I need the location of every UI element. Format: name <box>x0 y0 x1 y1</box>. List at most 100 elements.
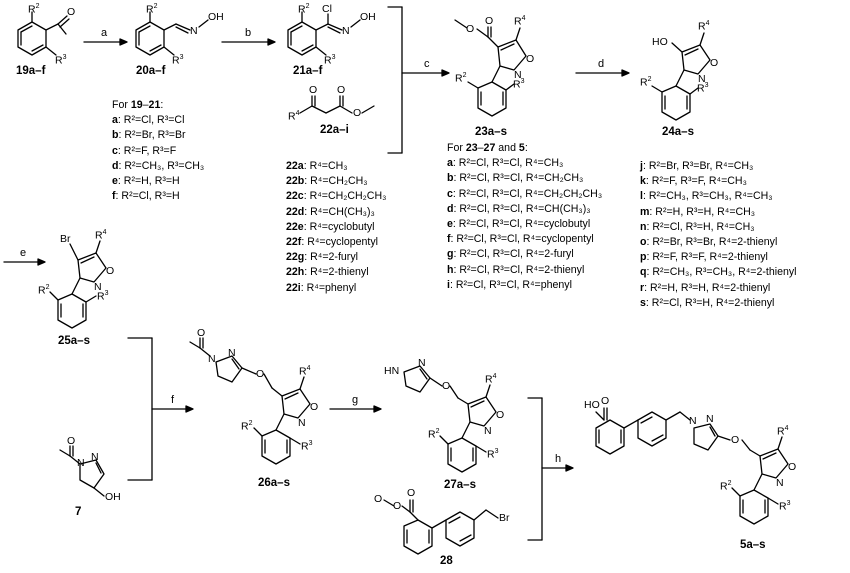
atom-n-26c: N <box>298 417 306 429</box>
atom-o-23a: O <box>466 23 475 35</box>
atom-o-28a: O <box>374 493 383 505</box>
atom-n-7b: N <box>91 451 99 463</box>
list-item: 22c: R⁴=CH₂CH₂CH₃ <box>286 190 387 203</box>
structure-5 <box>595 407 789 525</box>
atom-n-23: N <box>514 69 522 81</box>
atom-o-22c: O <box>353 107 362 119</box>
arrow-label-h: h <box>555 453 562 465</box>
label-28: 28 <box>440 555 453 567</box>
label-5: 5a–s <box>740 539 766 551</box>
list-item: 22b: R⁴=CH₂CH₃ <box>286 175 368 188</box>
structure-24 <box>651 32 711 121</box>
structure-23 <box>454 19 527 117</box>
list-heading: For 23–27 and 5: <box>447 142 528 154</box>
atom-r3-20: R3 <box>172 54 184 67</box>
atom-r4-22: R4 <box>288 110 300 123</box>
list-item: p: R²=F, R³=F, R⁴=2-thienyl <box>640 251 768 264</box>
list-item: 22i: R⁴=phenyl <box>286 281 357 294</box>
label-22: 22a–i <box>320 124 349 136</box>
atom-r2-20: R2 <box>146 3 158 16</box>
atom-br-28: Br <box>499 512 510 524</box>
label-23: 23a–s <box>475 126 507 138</box>
label-27: 27a–s <box>444 479 476 491</box>
atom-o-26c: O <box>310 401 319 413</box>
substituent-list-j-s: j: R²=Br, R³=Br, R⁴=CH₃ k: R²=F, R³=F, R… <box>640 159 797 311</box>
arrow-label-f: f <box>171 394 175 406</box>
atom-o-22b: O <box>337 84 346 96</box>
list-item: c: R²=Cl, R³=Cl, R⁴=CH₂CH₂CH₃ <box>447 187 603 200</box>
atom-n-27b: N <box>484 425 492 437</box>
list-item: 22d: R⁴=CH(CH₃)₃ <box>286 205 375 218</box>
atom-r3-25: R3 <box>97 290 109 303</box>
list-item: e: R²=H, R³=H <box>112 175 180 188</box>
atom-o-23b: O <box>485 15 494 27</box>
atom-ho-5: HO <box>584 399 600 411</box>
list-item: m: R²=H, R³=H, R⁴=CH₃ <box>640 205 756 218</box>
atom-r4-25: R4 <box>95 229 107 242</box>
atom-ho-24: HO <box>652 36 668 48</box>
atom-r2-5: R2 <box>720 480 732 493</box>
atom-r3-26: R3 <box>301 440 313 453</box>
atom-o-26a: O <box>197 327 206 339</box>
atom-r2-21: R2 <box>298 3 310 16</box>
atom-r2-25: R2 <box>38 284 50 297</box>
atom-r2-19: R2 <box>28 3 40 16</box>
label-19: 19a–f <box>16 65 46 77</box>
list-item: o: R²=Br, R³=Br, R⁴=2-thienyl <box>640 236 778 249</box>
atom-o-5b: O <box>731 434 740 446</box>
atom-n-20: N <box>190 25 198 37</box>
atom-o-28c: O <box>407 487 416 499</box>
atom-hn-27: HN <box>384 365 400 377</box>
atom-oh-7: OH <box>105 491 121 503</box>
structure-26 <box>189 337 311 465</box>
atom-o-5a: O <box>601 395 610 407</box>
atom-o-26b: O <box>256 368 265 380</box>
structure-21 <box>287 11 361 56</box>
atom-n-5b: N <box>706 413 714 425</box>
label-7: 7 <box>75 506 82 518</box>
atom-o-7: O <box>67 435 76 447</box>
atom-cl-21: Cl <box>322 3 332 15</box>
list-item: 22g: R⁴=2-furyl <box>286 251 358 264</box>
arrow-label-e: e <box>20 247 27 259</box>
list-item: e: R²=Cl, R³=Cl, R⁴=cyclobutyl <box>447 218 591 231</box>
atom-n-25: N <box>94 281 102 293</box>
arrow-label-g: g <box>352 394 359 406</box>
substituent-list-19-21: For 19–21: a: R²=Cl, R³=Cl b: R²=Br, R³=… <box>112 98 204 204</box>
structure-19 <box>17 11 70 56</box>
list-item: f: R²=Cl, R³=H <box>112 190 180 203</box>
label-26: 26a–s <box>258 477 290 489</box>
substituent-list-22: 22a: R⁴=CH₃ 22b: R⁴=CH₂CH₃ 22c: R⁴=CH₂CH… <box>286 159 386 296</box>
arrow-label-a: a <box>101 27 108 39</box>
arrow-label-c: c <box>424 58 430 70</box>
atom-r2-26: R2 <box>241 420 253 433</box>
list-item: b: R²=Cl, R³=Cl, R⁴=CH₂CH₃ <box>447 172 584 185</box>
atom-o-27a: O <box>442 380 451 392</box>
list-item: n: R²=Cl, R³=H, R⁴=CH₃ <box>640 220 755 233</box>
label-21: 21a–f <box>293 65 323 77</box>
atom-oh-21: OH <box>360 11 376 23</box>
list-item: 22h: R⁴=2-thienyl <box>286 266 369 279</box>
atom-r2-24: R2 <box>640 76 652 89</box>
list-item: d: R²=Cl, R³=Cl, R⁴=CH(CH₃)₃ <box>447 202 591 215</box>
structure-28 <box>383 499 499 555</box>
atom-o-24: O <box>710 57 719 69</box>
label-24: 24a–s <box>662 126 694 138</box>
atom-r3-5: R3 <box>779 500 791 513</box>
list-item: s: R²=Cl, R³=H, R⁴=2-thienyl <box>640 296 775 309</box>
atom-o-28b: O <box>393 500 402 512</box>
list-item: d: R²=CH₃, R³=CH₃ <box>112 159 205 172</box>
atom-r3-21: R3 <box>324 54 336 67</box>
structure-25 <box>49 240 107 329</box>
atom-r4-5: R4 <box>777 425 789 438</box>
label-20: 20a–f <box>136 65 166 77</box>
list-item: b: R²=Br, R³=Br <box>112 129 186 142</box>
atom-n-27: N <box>418 357 426 369</box>
list-item: j: R²=Br, R³=Br, R⁴=CH₃ <box>640 160 754 172</box>
list-item: q: R²=CH₃, R³=CH₃, R⁴=2-thienyl <box>640 266 797 279</box>
atom-o-27b: O <box>496 409 505 421</box>
atom-oh-20: OH <box>208 11 224 23</box>
atom-o-23c: O <box>526 53 535 65</box>
atom-r4-26: R4 <box>299 365 311 378</box>
